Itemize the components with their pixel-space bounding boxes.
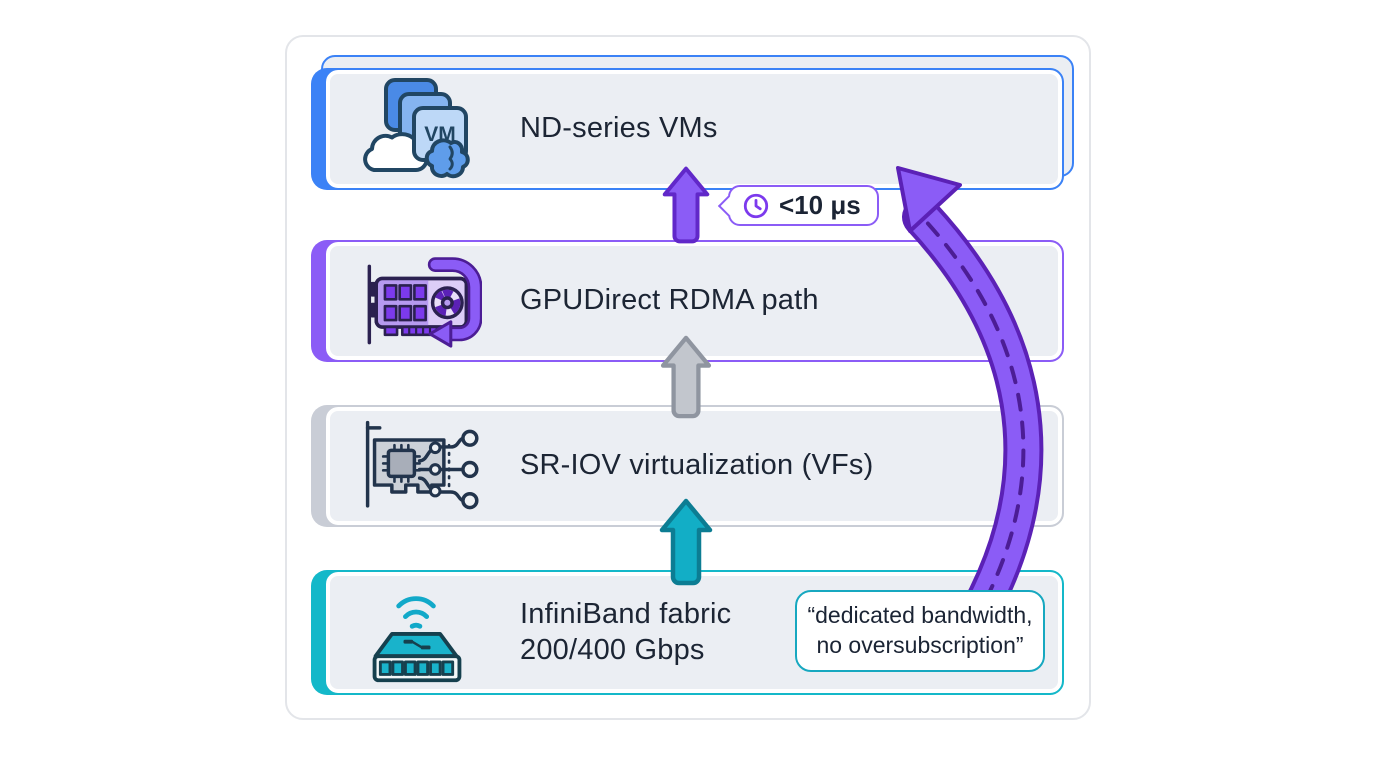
latency-badge-label: <10 μs bbox=[779, 190, 861, 220]
bandwidth-callout: “dedicated bandwidth, no oversubscriptio… bbox=[795, 590, 1045, 672]
up-arrow-infiniband-to-sriov bbox=[659, 498, 713, 586]
layer-label-nd-series-vms: ND-series VMs bbox=[520, 112, 718, 145]
infiniband-label-line1: InfiniBand fabric bbox=[520, 598, 732, 631]
up-arrow-sriov-to-gpudirect bbox=[660, 335, 712, 419]
diagram-panel: VM ND-series VMs bbox=[285, 35, 1091, 720]
vm-cloud-brain-icon: VM bbox=[352, 77, 482, 181]
infiniband-switch-icon bbox=[352, 581, 482, 685]
gpu-card-loop-icon bbox=[352, 249, 482, 353]
infiniband-label-line2: 200/400 Gbps bbox=[520, 633, 705, 666]
bandwidth-callout-line2: no oversubscription” bbox=[816, 632, 1024, 658]
bandwidth-callout-line1: “dedicated bandwidth, bbox=[807, 602, 1033, 629]
layer-label-infiniband: InfiniBand fabric 200/400 Gbps bbox=[520, 597, 731, 668]
clock-icon bbox=[743, 193, 769, 218]
layer-label-gpudirect-rdma: GPUDirect RDMA path bbox=[520, 284, 819, 317]
latency-badge-tail bbox=[717, 194, 740, 217]
nic-virtual-functions-icon bbox=[352, 414, 482, 518]
up-arrow-gpudirect-to-vm bbox=[662, 166, 710, 244]
layer-label-sriov: SR-IOV virtualization (VFs) bbox=[520, 449, 874, 482]
latency-badge: <10 μs bbox=[717, 185, 879, 226]
